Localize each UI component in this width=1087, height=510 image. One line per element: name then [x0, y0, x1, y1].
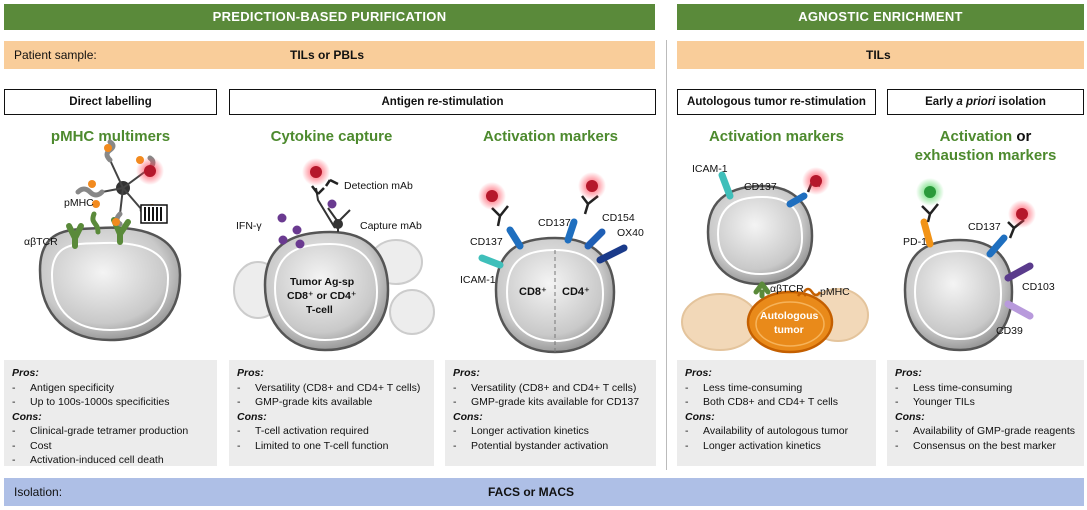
title-activation-markers-1: Activation markers	[482, 128, 619, 145]
list-item: -Versatility (CD8+ and CD4+ T cells)	[453, 381, 637, 394]
label-cell-line3: T-cell	[306, 304, 333, 316]
list-item: -Cost	[12, 439, 52, 452]
cell-cytokine	[233, 158, 435, 352]
label-cd137-d: CD137	[968, 221, 1001, 233]
cell-pmhc	[38, 139, 182, 342]
method-direct-labelling: Direct labelling	[4, 89, 217, 115]
title-pmhc-multimers: pMHC multimers	[50, 128, 171, 145]
label-abtcr-b: αβTCR	[770, 283, 804, 295]
label-icam-a: ICAM-1	[460, 274, 496, 286]
method-antigen-restimulation: Antigen re-stimulation	[229, 89, 656, 115]
label-pmhc-b: pMHC	[820, 286, 850, 298]
title-activation-or-exhaustion: Activation or exhaustion markers	[887, 127, 1084, 165]
list-item: -Versatility (CD8+ and CD4+ T cells)	[237, 381, 421, 394]
early-text-pre: Early	[925, 96, 957, 108]
label-cd39: CD39	[996, 325, 1023, 337]
list-item: -Antigen specificity	[12, 381, 115, 394]
label-tumor2: tumor	[774, 324, 804, 336]
list-item: -Potential bystander activation	[453, 439, 609, 452]
label-pmhc: pMHC	[64, 197, 94, 209]
list-item: -Less time-consuming	[895, 381, 1013, 394]
isolation-label: Isolation:	[14, 485, 63, 499]
isolation-value: FACS or MACS	[488, 485, 575, 499]
banner-prediction: PREDICTION-BASED PURIFICATION	[4, 4, 655, 30]
list-item: -Longer activation kinetics	[685, 439, 821, 452]
list-item: -Less time-consuming	[685, 381, 803, 394]
cons-heading: Cons:	[453, 410, 483, 423]
cons-heading: Cons:	[237, 410, 267, 423]
list-item: -T-cell activation required	[237, 425, 369, 437]
panel-activation-1: Pros: -Versatility (CD8+ and CD4+ T cell…	[445, 360, 656, 466]
list-item: -Availability of autologous tumor	[685, 425, 849, 437]
list-item: -Activation-induced cell death	[12, 454, 164, 466]
label-detection-mab: Detection mAb	[344, 180, 413, 192]
label-capture-mab: Capture mAb	[360, 220, 422, 232]
cell-exhaustion	[903, 178, 1036, 352]
pros-heading: Pros:	[895, 367, 922, 379]
cons-heading: Cons:	[12, 410, 42, 423]
pros-heading: Pros:	[685, 367, 712, 379]
label-tumor1: Autologous	[760, 310, 819, 322]
list-item: -Availability of GMP-grade reagents	[895, 425, 1076, 437]
cell-autologous	[681, 167, 869, 354]
sample-bar-right	[677, 41, 1084, 69]
cons-heading: Cons:	[685, 410, 715, 423]
title-or-word: or	[1012, 128, 1032, 145]
section-divider	[666, 40, 667, 470]
banner-agnostic: AGNOSTIC ENRICHMENT	[677, 4, 1084, 30]
isolation-bar	[4, 478, 1084, 506]
list-item: -Consensus on the best marker	[895, 439, 1056, 452]
list-item: -Both CD8+ and CD4+ T cells	[685, 396, 839, 408]
title-activation-word: Activation	[939, 128, 1013, 145]
label-icam-b: ICAM-1	[692, 163, 728, 175]
label-pd1: PD-1	[903, 236, 927, 248]
list-item: -GMP-grade kits available	[237, 396, 373, 408]
method-early-isolation: Early a priori isolation	[887, 89, 1084, 115]
early-text-post: isolation	[995, 96, 1046, 108]
panel-exhaustion: Pros: -Less time-consuming -Younger TILs…	[887, 360, 1084, 466]
label-ifng: IFN-γ	[236, 220, 262, 232]
label-cd154: CD154	[602, 212, 635, 224]
label-cd103: CD103	[1022, 281, 1055, 293]
panel-cytokine: Pros: -Versatility (CD8+ and CD4+ T cell…	[229, 360, 434, 466]
label-cell-line1: Tumor Ag-sp	[290, 276, 355, 288]
label-cd137-b: CD137	[538, 217, 571, 229]
list-item: -Younger TILs	[895, 396, 975, 408]
cons-heading: Cons:	[895, 410, 925, 423]
title-cytokine-capture: Cytokine capture	[270, 128, 393, 145]
label-abtcr: αβTCR	[24, 236, 58, 248]
panel-pmhc: Pros: -Antigen specificity -Up to 100s-1…	[4, 360, 217, 466]
label-cell-line2: CD8⁺ or CD4⁺	[287, 290, 357, 302]
panel-activation-2: Pros: -Less time-consuming -Both CD8+ an…	[677, 360, 876, 466]
sample-right-value: TILs	[866, 48, 891, 62]
label-cd137-a: CD137	[470, 236, 503, 248]
early-text-em: a priori	[956, 96, 996, 108]
label-ox40: OX40	[617, 227, 644, 239]
sample-label: Patient sample:	[14, 48, 97, 62]
list-item: -GMP-grade kits available for CD137	[453, 396, 640, 408]
title-exhaustion-word: exhaustion markers	[914, 147, 1057, 164]
list-item: -Longer activation kinetics	[453, 425, 589, 437]
pros-heading: Pros:	[237, 367, 264, 379]
list-item: -Limited to one T-cell function	[237, 439, 389, 452]
cell-activation-cd8-cd4	[478, 172, 628, 354]
sample-left-value: TILs or PBLs	[290, 48, 365, 62]
label-cd4: CD4⁺	[562, 286, 590, 298]
method-autologous-restimulation: Autologous tumor re-stimulation	[677, 89, 876, 115]
list-item: -Up to 100s-1000s specificities	[12, 396, 170, 408]
sample-bar-left	[4, 41, 655, 69]
list-item: -Clinical-grade tetramer production	[12, 425, 189, 437]
pros-heading: Pros:	[453, 367, 480, 379]
title-activation-markers-2: Activation markers	[708, 128, 845, 145]
label-cd8: CD8⁺	[519, 286, 547, 298]
label-cd137-c: CD137	[744, 181, 777, 193]
pros-heading: Pros:	[12, 367, 39, 379]
